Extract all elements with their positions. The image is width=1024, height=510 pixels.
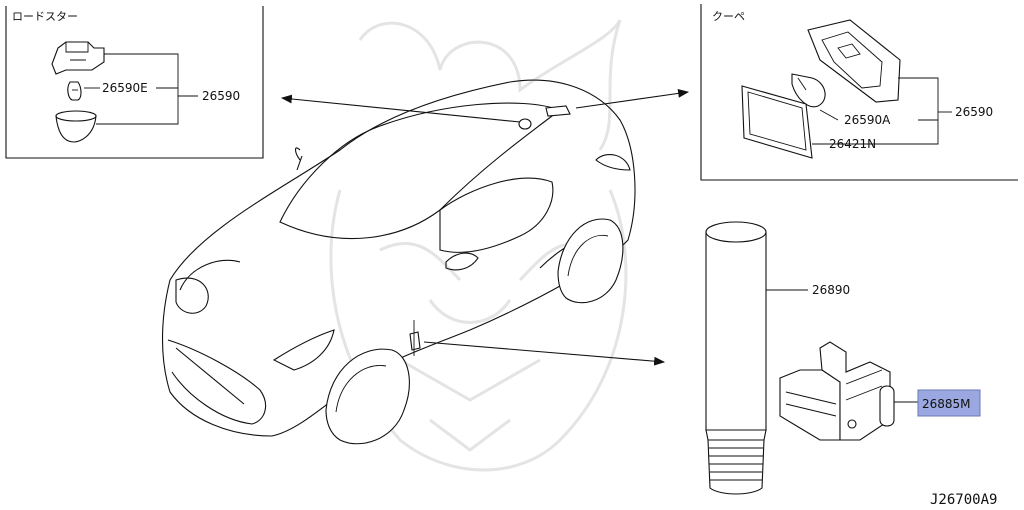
- roadster-bulb: [67, 81, 82, 101]
- car-illustration: [162, 79, 636, 445]
- callout-26421N: 26421N: [829, 137, 876, 151]
- roadster-panel: ロードスター 26590E 26590: [5, 6, 264, 159]
- roadster-lens: [55, 110, 97, 143]
- antenna-location: [409, 331, 421, 351]
- coupe-panel: クーペ 26590A 26421N 26590: [700, 4, 1018, 181]
- coupe-lamp-housing: [807, 19, 901, 103]
- roadster-lamp-location: [518, 118, 532, 130]
- callout-26590E: 26590E: [102, 81, 148, 95]
- antenna-tube: 26890: [705, 221, 850, 495]
- coupe-title: クーペ: [712, 10, 745, 23]
- coupe-bulb: [791, 73, 826, 108]
- highlight-26885M: [917, 389, 981, 417]
- callout-26590-roadster: 26590: [202, 89, 240, 103]
- callout-26590A: 26590A: [844, 113, 891, 127]
- leader-arrows: [280, 89, 690, 366]
- callout-26890: 26890: [812, 283, 850, 297]
- diagram-code: J26700A9: [930, 492, 997, 508]
- callout-26590-coupe: 26590: [955, 105, 993, 119]
- callout-26885M: 26885M: [922, 397, 971, 411]
- coupe-lens: [741, 85, 813, 159]
- roadster-title: ロードスター: [12, 10, 78, 23]
- antenna-bracket: 26885M: [779, 341, 981, 441]
- roadster-lamp-housing: [51, 41, 105, 75]
- coupe-lamp-location: [545, 105, 571, 117]
- watermark-emblem: [329, 19, 628, 472]
